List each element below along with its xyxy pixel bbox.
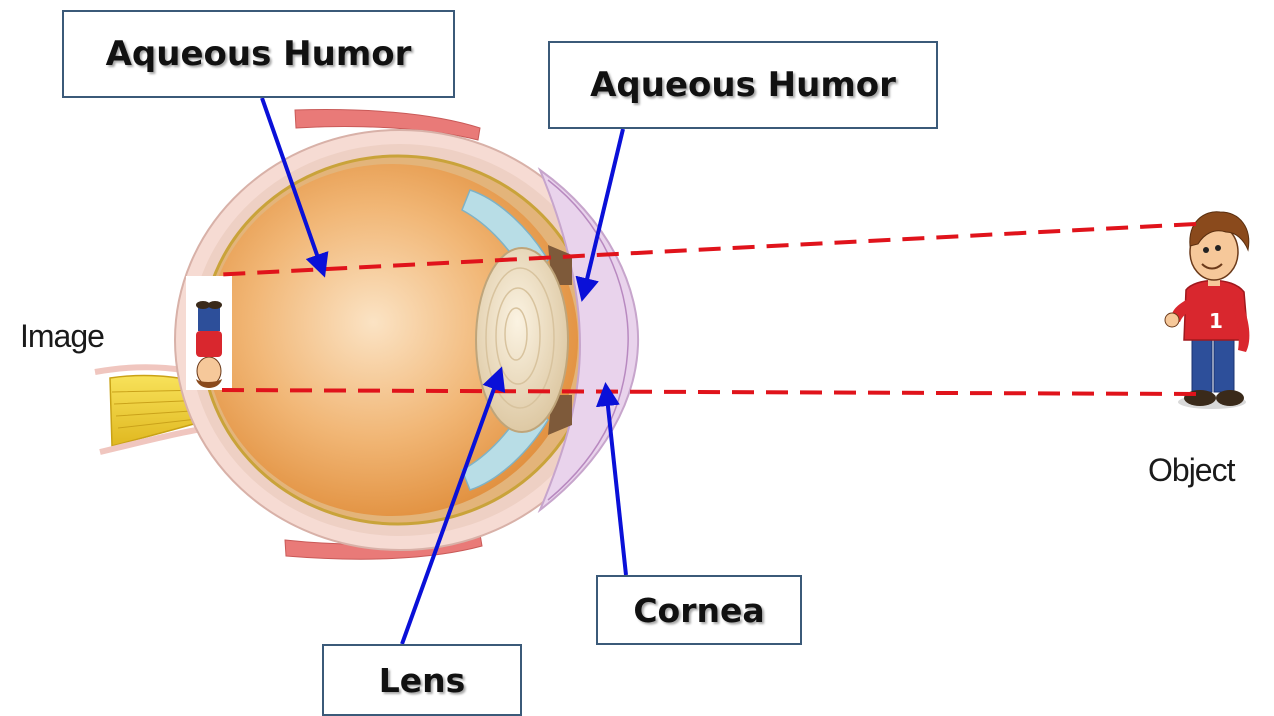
cornea-text: Cornea — [633, 591, 764, 630]
aqueous-humor-text-right: Aqueous Humor — [590, 65, 896, 105]
image-label: Image — [20, 318, 104, 355]
lens-label: Lens — [322, 644, 522, 716]
object-person-icon: 1 — [1165, 212, 1249, 409]
aqueous-humor-text-left: Aqueous Humor — [106, 34, 412, 74]
image-person-icon — [186, 276, 232, 390]
cornea-label: Cornea — [596, 575, 802, 645]
aqueous-humor-label-right: Aqueous Humor — [548, 41, 938, 129]
object-label: Object — [1148, 452, 1234, 489]
svg-text:1: 1 — [1209, 309, 1223, 333]
lens-text: Lens — [379, 661, 466, 700]
aqueous-humor-label-left: Aqueous Humor — [62, 10, 455, 98]
